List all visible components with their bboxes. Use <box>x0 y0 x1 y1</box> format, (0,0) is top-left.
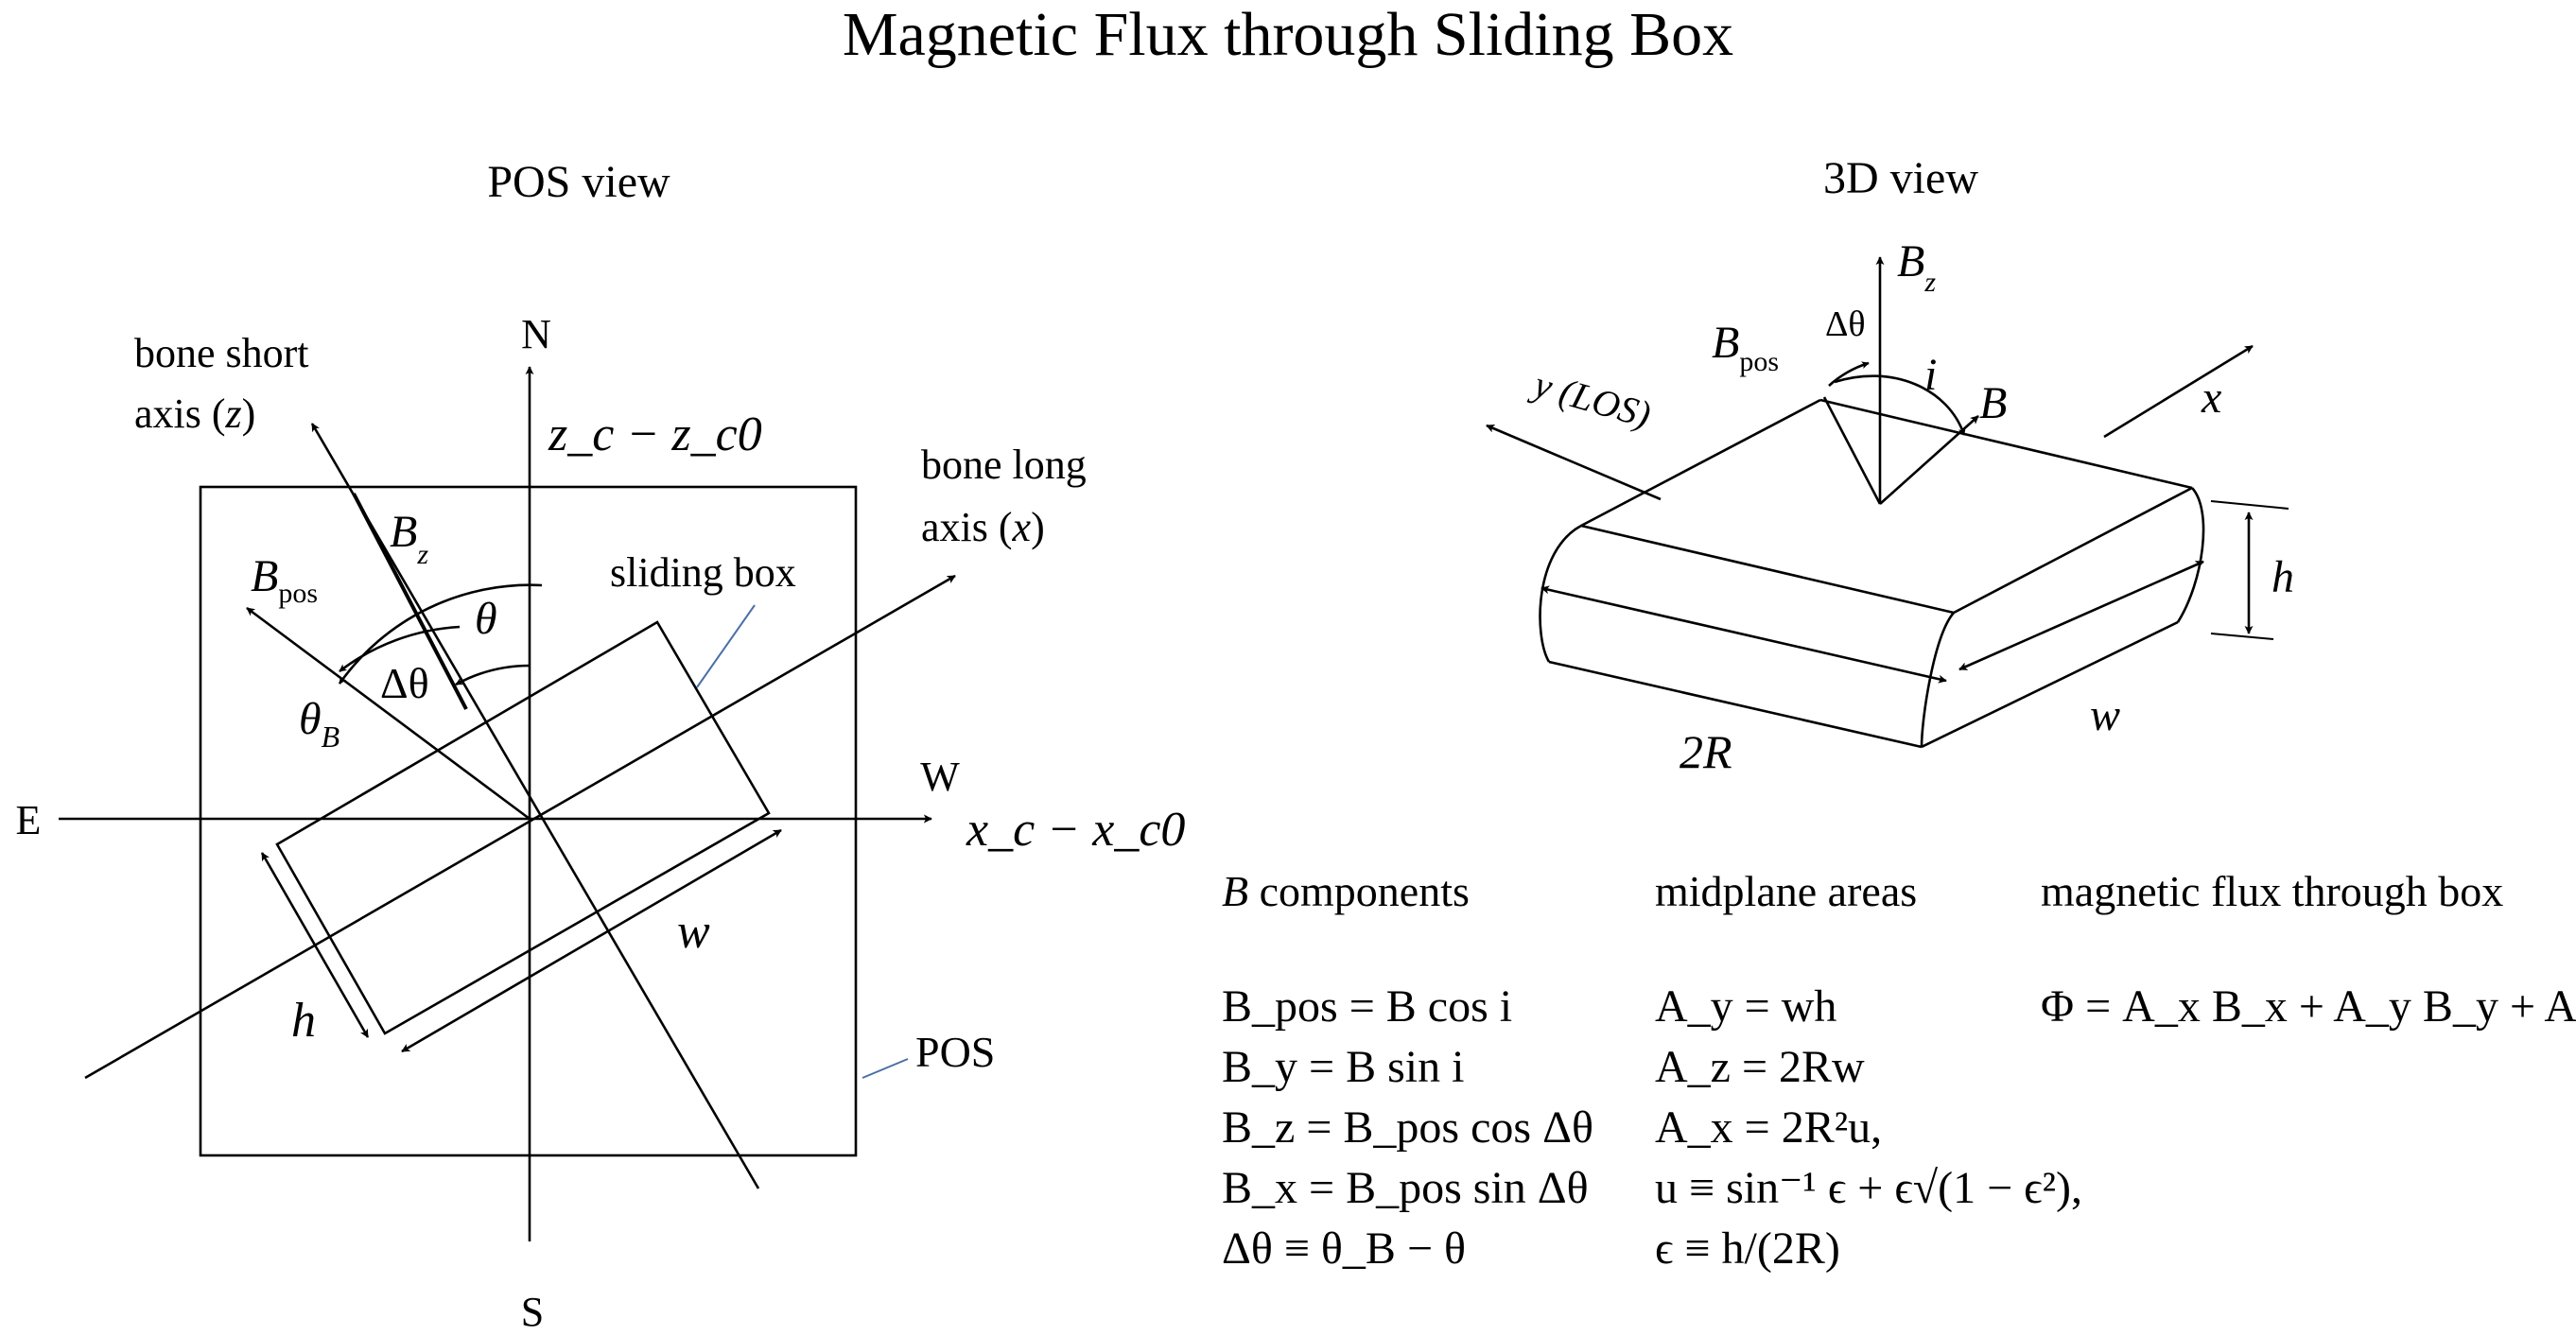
delta-theta-3d-arc <box>1828 361 1870 387</box>
w-3d-dimension-arrow <box>1958 560 2204 671</box>
pos-leader <box>862 1058 909 1079</box>
eq-epsilon: ϵ ≡ h/(2R) <box>1655 1223 1840 1274</box>
figure-title: Magnetic Flux through Sliding Box <box>843 0 1733 69</box>
sliding-box-leader <box>696 604 756 688</box>
delta-theta-arc <box>339 625 461 673</box>
bone-short-axis-line <box>310 423 760 1189</box>
b-pos-vector <box>246 606 531 821</box>
pos-view-panel: POS view N S E W z_c − z_c0 x_c <box>16 157 1186 1335</box>
box-right-curved-face <box>2176 487 2205 623</box>
two-r-label: 2R <box>1680 725 1732 778</box>
h-3d-label: h <box>2271 552 2294 602</box>
pos-label: POS <box>915 1028 995 1076</box>
box-bottom-right-edge <box>1921 620 2179 749</box>
bone-long-axis-line <box>84 574 956 1080</box>
b-components-header: B components <box>1222 867 1470 915</box>
b-z-3d-label: Bz <box>1897 236 1936 298</box>
y-los-axis <box>1486 424 1662 501</box>
b-pos-3d-label: Bpos <box>1712 318 1779 377</box>
i-3d-arc <box>1834 374 1966 436</box>
three-d-view-panel: 3D view Bz Bpos Δθ i B y (LOS) <box>1486 153 2294 778</box>
eq-b-z: B_z = B_pos cos Δθ <box>1222 1102 1593 1153</box>
delta-theta-label: Δθ <box>380 659 429 707</box>
b-pos-3d-line <box>1822 396 1882 505</box>
pos-square <box>199 485 858 1157</box>
h-label: h <box>291 994 316 1048</box>
eq-b-pos: B_pos = B cos i <box>1222 981 1512 1032</box>
eq-u: u ≡ sin⁻¹ ϵ + ϵ√(1 − ϵ²), <box>1655 1163 2082 1213</box>
x-axis-3d <box>2103 344 2254 439</box>
i-3d-label: i <box>1924 350 1937 400</box>
eq-delta-theta: Δθ ≡ θ_B − θ <box>1222 1223 1466 1274</box>
theta-label: θ <box>475 594 497 644</box>
b-pos-label: Bpos <box>251 551 318 609</box>
vertical-axis-label: z_c − z_c0 <box>548 408 762 461</box>
b-z-label: Bz <box>390 507 428 570</box>
pos-view-heading: POS view <box>487 157 670 207</box>
three-d-view-heading: 3D view <box>1823 153 1978 203</box>
eq-flux: Φ = A_x B_x + A_y B_y + A_z B_z <box>2041 981 2576 1032</box>
sliding-box-rect <box>275 620 771 1035</box>
b-3d-vector <box>1879 415 1979 505</box>
box-left-curved-face <box>1539 524 1582 663</box>
eq-a-z: A_z = 2Rw <box>1655 1042 1865 1092</box>
theta-arc <box>338 583 543 685</box>
box-top-front-edge <box>1580 524 1955 615</box>
midplane-areas-header: midplane areas <box>1655 867 1917 915</box>
compass-south: S <box>521 1289 544 1335</box>
h-3d-tick-bottom <box>2210 633 2274 640</box>
b-z-vector <box>352 493 468 710</box>
h-3d-tick-top <box>2210 500 2289 510</box>
bone-long-axis-label: bone long axis (x) <box>921 442 1097 550</box>
horizontal-axis-label: x_c − x_c0 <box>966 803 1185 857</box>
h-dimension-arrow <box>260 852 370 1038</box>
bone-short-axis-label: bone short axis (z) <box>134 330 320 437</box>
flux-header: magnetic flux through box <box>2041 867 2503 915</box>
w-dimension-arrow <box>401 828 782 1053</box>
box-top-right-edge <box>1819 398 2193 490</box>
b-3d-label: B <box>1979 378 2007 428</box>
eq-a-y: A_y = wh <box>1655 981 1836 1032</box>
delta-theta-3d-label: Δθ <box>1825 304 1866 344</box>
compass-west: W <box>920 754 960 800</box>
eq-a-x: A_x = 2R²u, <box>1655 1102 1882 1153</box>
sliding-box-label: sliding box <box>610 549 796 596</box>
w-3d-label: w <box>2090 690 2120 740</box>
compass-north: N <box>521 311 551 357</box>
eq-b-y: B_y = B sin i <box>1222 1042 1464 1092</box>
two-r-dimension-arrow <box>1540 585 1947 684</box>
theta-b-arc <box>455 664 531 686</box>
w-label: w <box>677 905 710 959</box>
equations-panel: B components midplane areas magnetic flu… <box>1222 867 2576 1274</box>
x-3d-label: x <box>2201 373 2221 423</box>
eq-b-x: B_x = B_pos sin Δθ <box>1222 1163 1589 1213</box>
y-los-label: y (LOS) <box>1526 361 1656 436</box>
compass-east: E <box>16 797 42 843</box>
box-top-front-right-edge <box>1953 486 2193 615</box>
theta-b-label: θB <box>299 694 339 754</box>
box-top-left-edge <box>1580 398 1821 528</box>
box-bottom-left-edge <box>1548 660 1923 749</box>
